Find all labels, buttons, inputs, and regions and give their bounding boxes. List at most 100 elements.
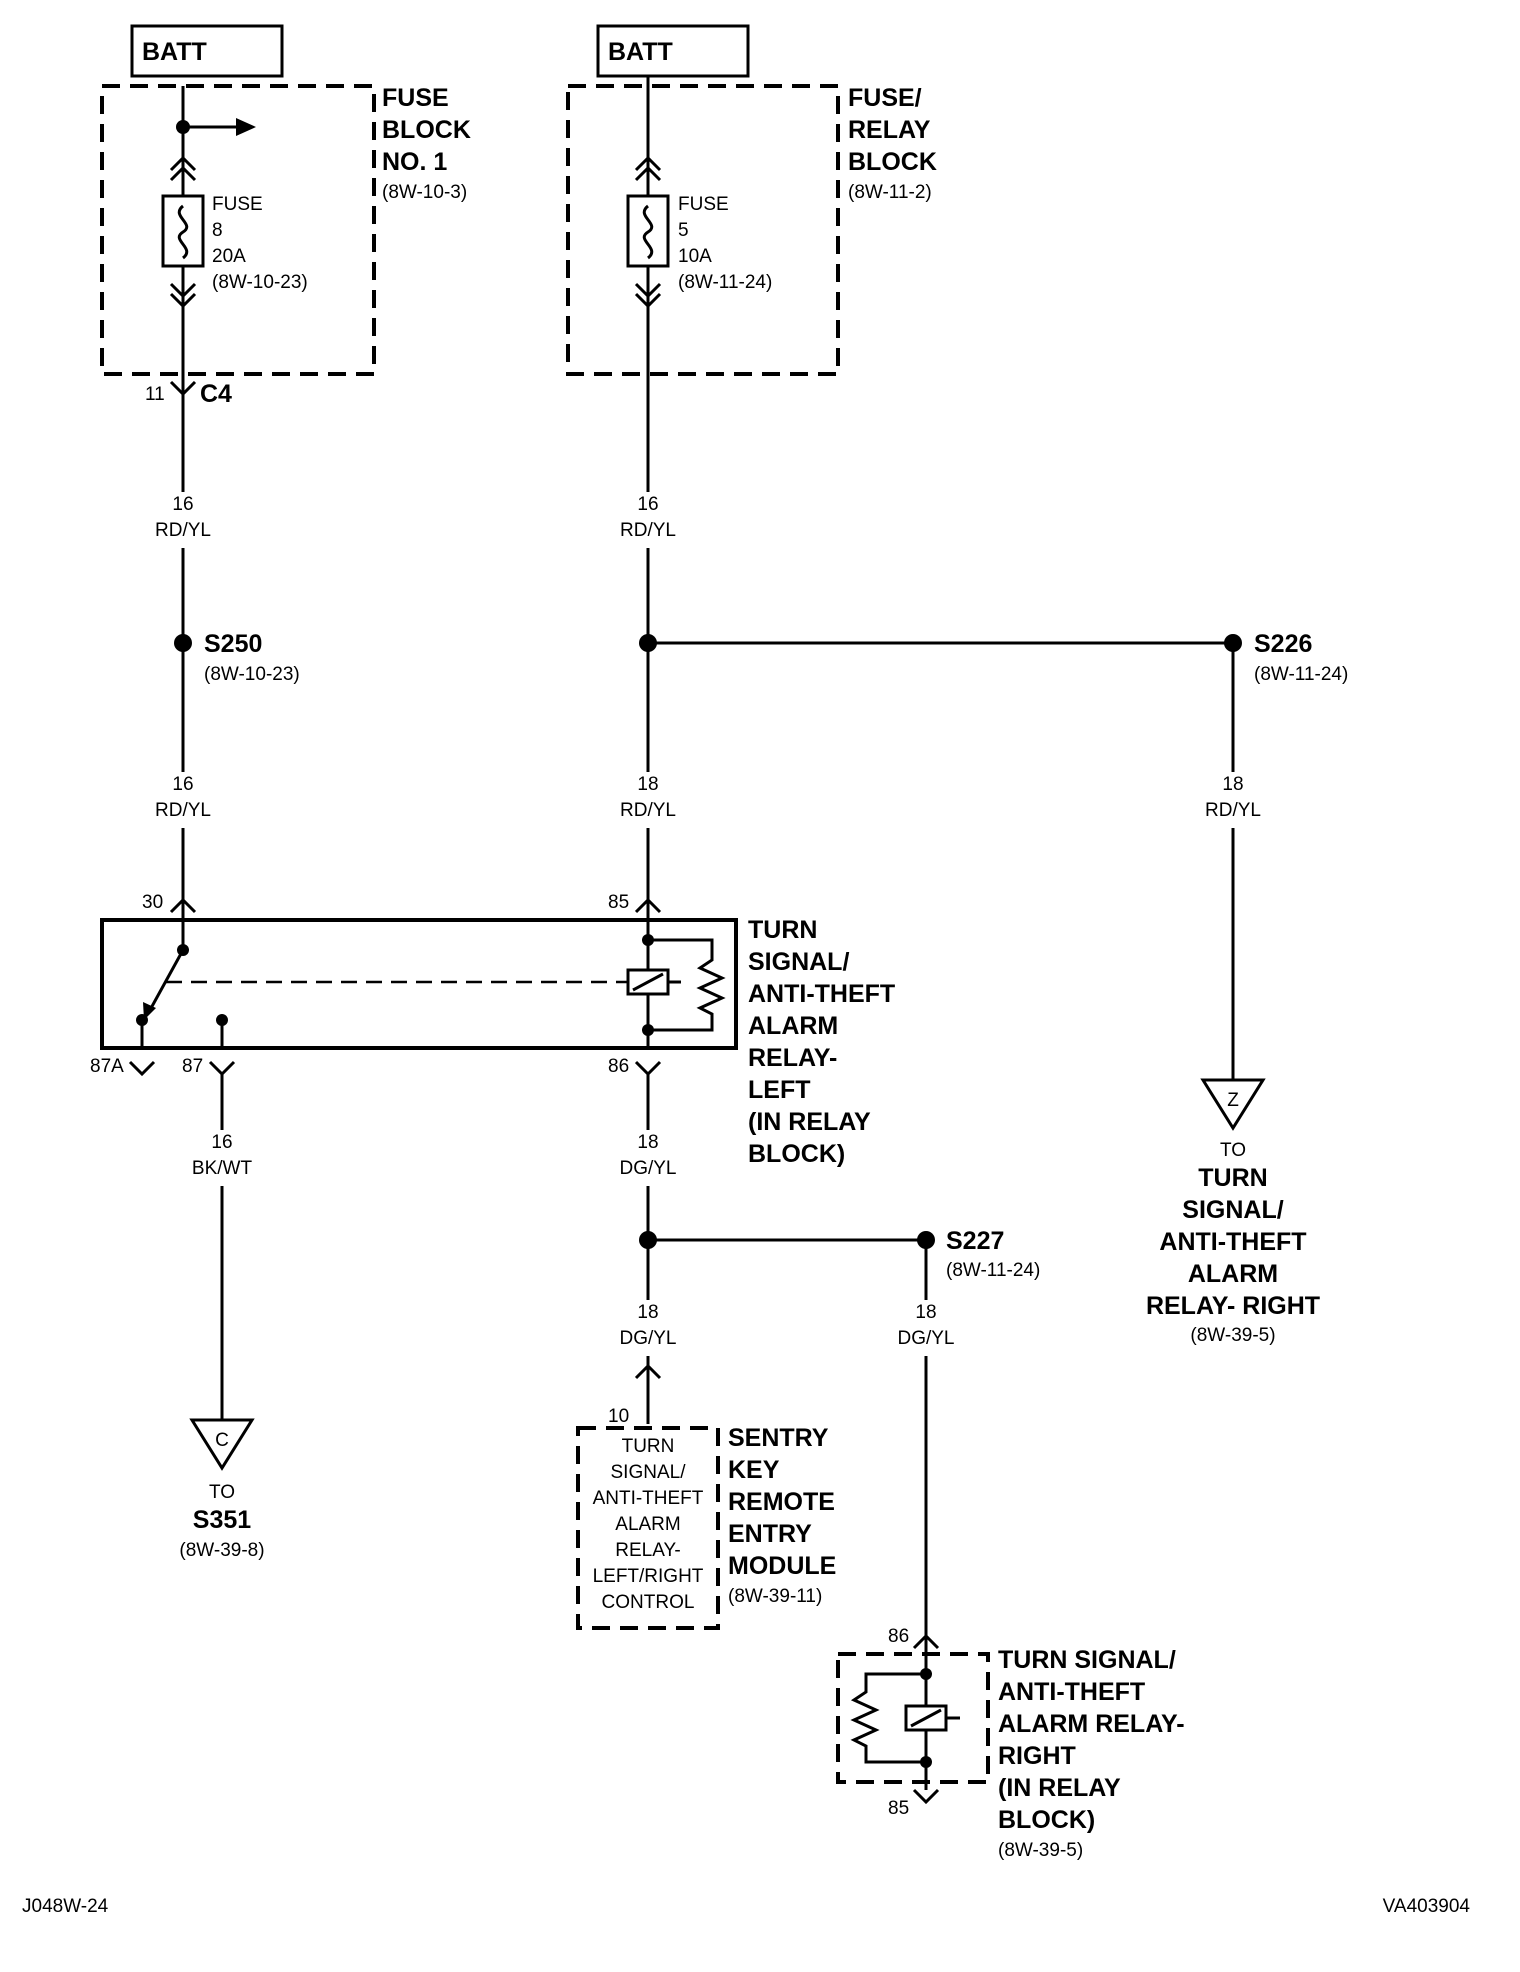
relay-right-title-2: ANTI-THEFT (998, 1678, 1145, 1706)
fuse-5-label-3: 10A (678, 246, 712, 267)
skrem-inner-4: ALARM (615, 1514, 680, 1535)
wire-w1-gauge: 16 (172, 494, 193, 515)
splice-s250-dot (174, 634, 192, 652)
fuse-8-label-1: FUSE (212, 194, 263, 215)
fuse-5-top-connector-icon (634, 155, 662, 172)
relay-left-title-8: BLOCK) (748, 1140, 845, 1168)
splice-s250-ref: (8W-10-23) (204, 664, 300, 685)
relay-pin-86-connector-icon (634, 1060, 662, 1077)
fuse-relay-block-ref: (8W-11-2) (848, 182, 932, 203)
relay-pin-87a: 87A (90, 1056, 124, 1077)
battery-mid-box (596, 24, 750, 78)
wire-w3-color: RD/YL (155, 800, 211, 821)
relay-pin-87-connector-icon (208, 1060, 236, 1077)
fuse-8-label-2: 8 (212, 220, 223, 241)
relay-left-title-5: RELAY- (748, 1044, 837, 1072)
destination-c-to: TO (209, 1482, 235, 1503)
skrem-ref: (8W-39-11) (728, 1586, 822, 1607)
wire-w4-gauge: 18 (637, 774, 658, 795)
fuse-relay-block-title-3: BLOCK (848, 148, 937, 176)
relay-left-box (100, 918, 738, 1050)
skrem-inner-5: RELAY- (615, 1540, 680, 1561)
arrow-right-icon (236, 118, 256, 136)
wire-w2-color: RD/YL (620, 520, 676, 541)
relay-left-title-2: SIGNAL/ (748, 948, 849, 976)
destination-z-title-4: ALARM (1188, 1260, 1278, 1288)
destination-z-title-3: ANTI-THEFT (1159, 1228, 1306, 1256)
pin-87-circuit: 16 BK/WT C TO S351 (8W-39-8) (179, 1074, 265, 1561)
relay-left-title-6: LEFT (748, 1076, 811, 1104)
relay-right-title-3: ALARM RELAY- (998, 1710, 1185, 1738)
skrem-pin-connector-icon (634, 1363, 662, 1380)
destination-c-title: S351 (193, 1506, 251, 1534)
splice-s226-name: S226 (1254, 630, 1312, 658)
relay-right-title-6: BLOCK) (998, 1806, 1095, 1834)
skrem-inner-3: ANTI-THEFT (593, 1488, 704, 1509)
wire-w9-color: DG/YL (897, 1328, 954, 1349)
wire-w2-gauge: 16 (637, 494, 658, 515)
wire-w1-color: RD/YL (155, 520, 211, 541)
relay-pin-87a-connector-icon (128, 1060, 156, 1077)
fuse-block-1-ref: (8W-10-3) (382, 182, 467, 203)
fuse-5-label-2: 5 (678, 220, 689, 241)
destination-c-letter: C (215, 1430, 229, 1451)
relay-left-title-7: (IN RELAY (748, 1108, 871, 1136)
relay-left-title-1: TURN (748, 916, 817, 944)
skrem-inner-6: LEFT/RIGHT (593, 1566, 704, 1587)
c4-pin: 11 (145, 384, 165, 405)
footer-left-code: J048W-24 (22, 1896, 109, 1917)
wire-w9-gauge: 18 (915, 1302, 936, 1323)
skrem-title-4: ENTRY (728, 1520, 812, 1548)
wire-w5-gauge: 18 (1222, 774, 1243, 795)
wire-w7-color: DG/YL (619, 1158, 676, 1179)
wire-w5-color: RD/YL (1205, 800, 1261, 821)
fuse-8-label-3: 20A (212, 246, 246, 267)
c4-connector-name: C4 (200, 380, 232, 408)
wire-w8-color: DG/YL (619, 1328, 676, 1349)
wire-w7-gauge: 18 (637, 1132, 658, 1153)
fuse-5-bottom-connector-icon (634, 282, 662, 299)
destination-z-to: TO (1220, 1140, 1246, 1161)
middle-circuit: BATT FUSE/ RELAY BLOCK (8W-11-2) FUSE 5 … (566, 24, 1233, 925)
pin-86-circuit: 18 DG/YL S227 (8W-11-24) 18 DG/YL 18 DG/… (619, 1074, 1040, 1648)
fuse-relay-block-title-1: FUSE/ (848, 84, 922, 112)
wire-w6-gauge: 16 (211, 1132, 232, 1153)
relay-pin-30-connector-icon (169, 897, 197, 914)
relay-right-pin-bottom: 85 (888, 1798, 909, 1819)
wire-w8-gauge: 18 (637, 1302, 658, 1323)
fuse-5-label-4: (8W-11-24) (678, 272, 772, 293)
relay-right-title-5: (IN RELAY (998, 1774, 1121, 1802)
relay-pin-85-connector-icon (634, 897, 662, 914)
relay-right-title-1: TURN SIGNAL/ (998, 1646, 1176, 1674)
destination-z-title-2: SIGNAL/ (1182, 1196, 1283, 1224)
destination-z-title-1: TURN (1198, 1164, 1267, 1192)
skrem-inner-7: CONTROL (602, 1592, 695, 1613)
relay-left: 30 85 87A 87 86 TURN SIGNAL/ ANTI-THEFT … (90, 892, 895, 1168)
left-circuit: BATT FUSE BLOCK NO. 1 (8W-10-3) FUSE 8 2… (100, 24, 471, 925)
battery-left-label: BATT (142, 38, 207, 66)
destination-z-triangle-icon (1200, 1078, 1266, 1131)
destination-c-triangle-icon (189, 1418, 255, 1471)
skrem-title-2: KEY (728, 1456, 780, 1484)
battery-left-box (130, 24, 284, 78)
wire-w6-color: BK/WT (192, 1158, 253, 1179)
skrem-inner-2: SIGNAL/ (611, 1462, 687, 1483)
right-circuit: S226 (8W-11-24) 18 RD/YL Z TO TURN SIGNA… (1146, 630, 1348, 1346)
relay-right-pin-top: 86 (888, 1626, 909, 1647)
destination-z-ref: (8W-39-5) (1190, 1325, 1275, 1346)
sentry-key-module: 10 TURN SIGNAL/ ANTI-THEFT ALARM RELAY- … (576, 1363, 836, 1630)
skrem-inner-1: TURN (622, 1436, 675, 1457)
skrem-outline (576, 1426, 720, 1630)
relay-pin-86: 86 (608, 1056, 629, 1077)
relay-resistor-icon (648, 938, 726, 1032)
fuse-8-label-4: (8W-10-23) (212, 272, 308, 293)
fuse-block-1-title-2: BLOCK (382, 116, 471, 144)
relay-left-title-3: ANTI-THEFT (748, 980, 895, 1008)
relay-switch-arm (148, 949, 185, 1011)
destination-z-title-5: RELAY- RIGHT (1146, 1292, 1320, 1320)
skrem-pin: 10 (608, 1406, 629, 1427)
relay-pin-85: 85 (608, 892, 629, 913)
fuse-block-1-title-3: NO. 1 (382, 148, 447, 176)
destination-z-letter: Z (1227, 1090, 1239, 1111)
